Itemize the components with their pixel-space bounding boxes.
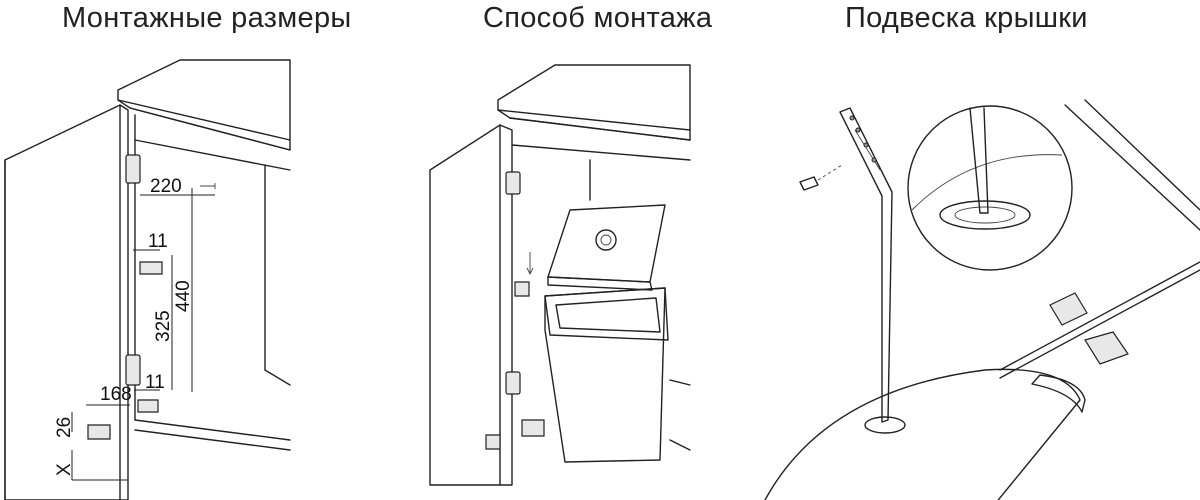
waste-bin-body	[544, 287, 666, 463]
cabinet-door	[4, 104, 129, 500]
dim-440: 440	[173, 280, 194, 312]
countertop	[117, 59, 291, 151]
cabinet-illustration-dimensions: 220 11 440 325 168 11 26 X	[4, 59, 291, 500]
screw	[799, 176, 819, 191]
lower-bracket	[137, 399, 159, 413]
upper-bracket	[139, 261, 163, 275]
detail-magnifier	[907, 105, 1073, 271]
door-bottom-bracket	[485, 434, 501, 450]
lid-suspension-illustration	[764, 99, 1200, 500]
dim-325: 325	[153, 310, 174, 342]
lower-hinge	[125, 354, 141, 386]
cabinet-door-method	[429, 124, 513, 486]
title-mounting-method: Способ монтажа	[483, 2, 713, 34]
waste-bin-rim	[544, 287, 669, 341]
lower-hinge-method	[505, 371, 521, 395]
upper-hinge	[125, 154, 141, 184]
suspension-strap	[839, 107, 893, 423]
dim-x: X	[54, 463, 75, 476]
upper-hinge-method	[505, 171, 521, 195]
waste-bin-lid	[547, 204, 666, 283]
dim-11-bottom: 11	[145, 372, 165, 393]
bin-lid-top	[764, 368, 1081, 500]
title-mounting-dimensions: Монтажные размеры	[62, 2, 352, 34]
dim-26: 26	[54, 417, 75, 438]
door-bracket	[87, 424, 111, 440]
dim-168: 168	[100, 384, 132, 405]
lid-hinge	[1049, 292, 1088, 326]
cabinet-illustration-method	[429, 64, 691, 486]
dim-11-top: 11	[148, 231, 168, 252]
dim-220: 220	[150, 176, 182, 197]
door-hook	[514, 281, 530, 297]
title-lid-suspension: Подвеска крышки	[845, 2, 1088, 34]
